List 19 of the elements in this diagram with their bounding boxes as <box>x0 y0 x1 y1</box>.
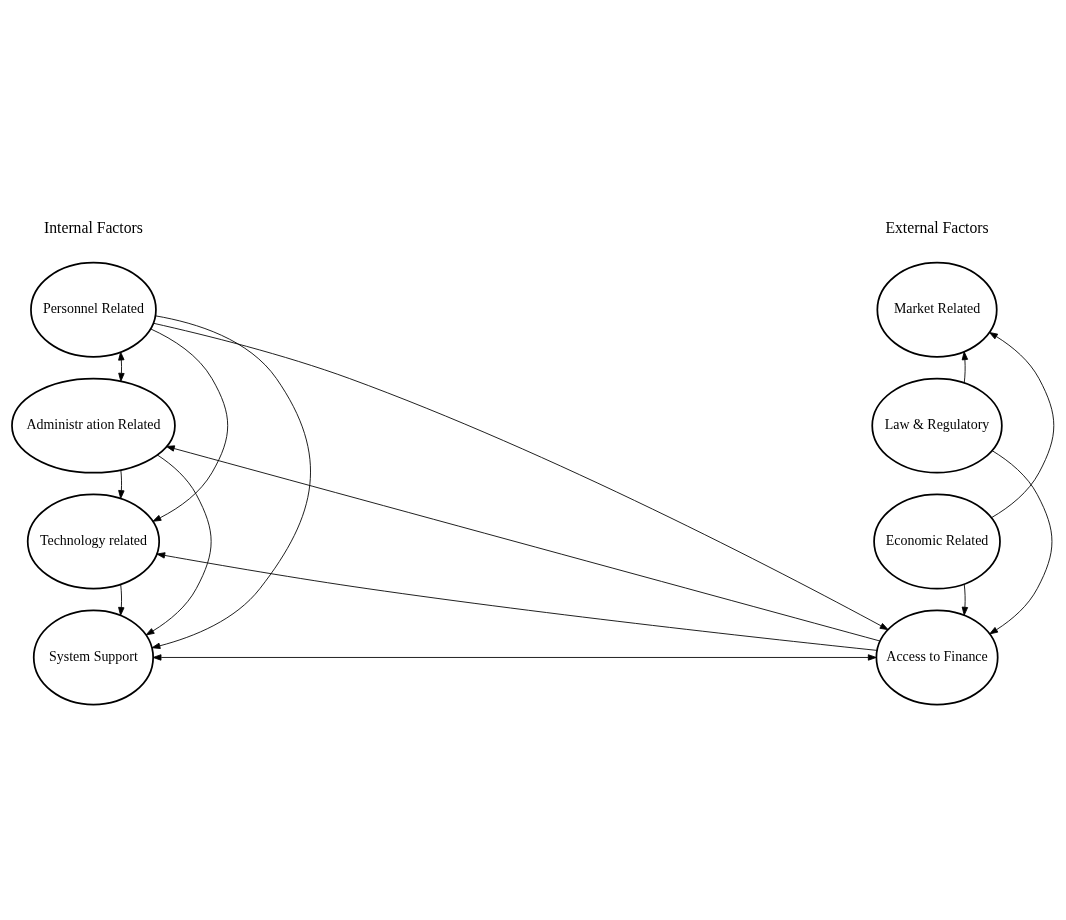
arrow <box>118 583 125 616</box>
arrow <box>156 551 878 651</box>
label: External Factors <box>885 218 989 236</box>
arrow <box>152 653 877 661</box>
arrow <box>151 314 311 649</box>
arrow <box>150 327 229 522</box>
arrow <box>989 331 1055 518</box>
node-ellipse: Economic Related <box>873 493 1001 589</box>
arrow <box>118 351 125 382</box>
arrow <box>153 322 889 630</box>
arrow <box>118 469 125 499</box>
arrow <box>989 449 1053 634</box>
arrow <box>145 453 212 635</box>
arrow <box>961 583 969 616</box>
label: Internal Factors <box>44 218 143 236</box>
arrow <box>166 444 881 641</box>
arrow <box>961 350 969 383</box>
node-ellipse: Personnel Related <box>30 261 157 358</box>
node-ellipse: Law & Regulatory <box>871 377 1003 474</box>
